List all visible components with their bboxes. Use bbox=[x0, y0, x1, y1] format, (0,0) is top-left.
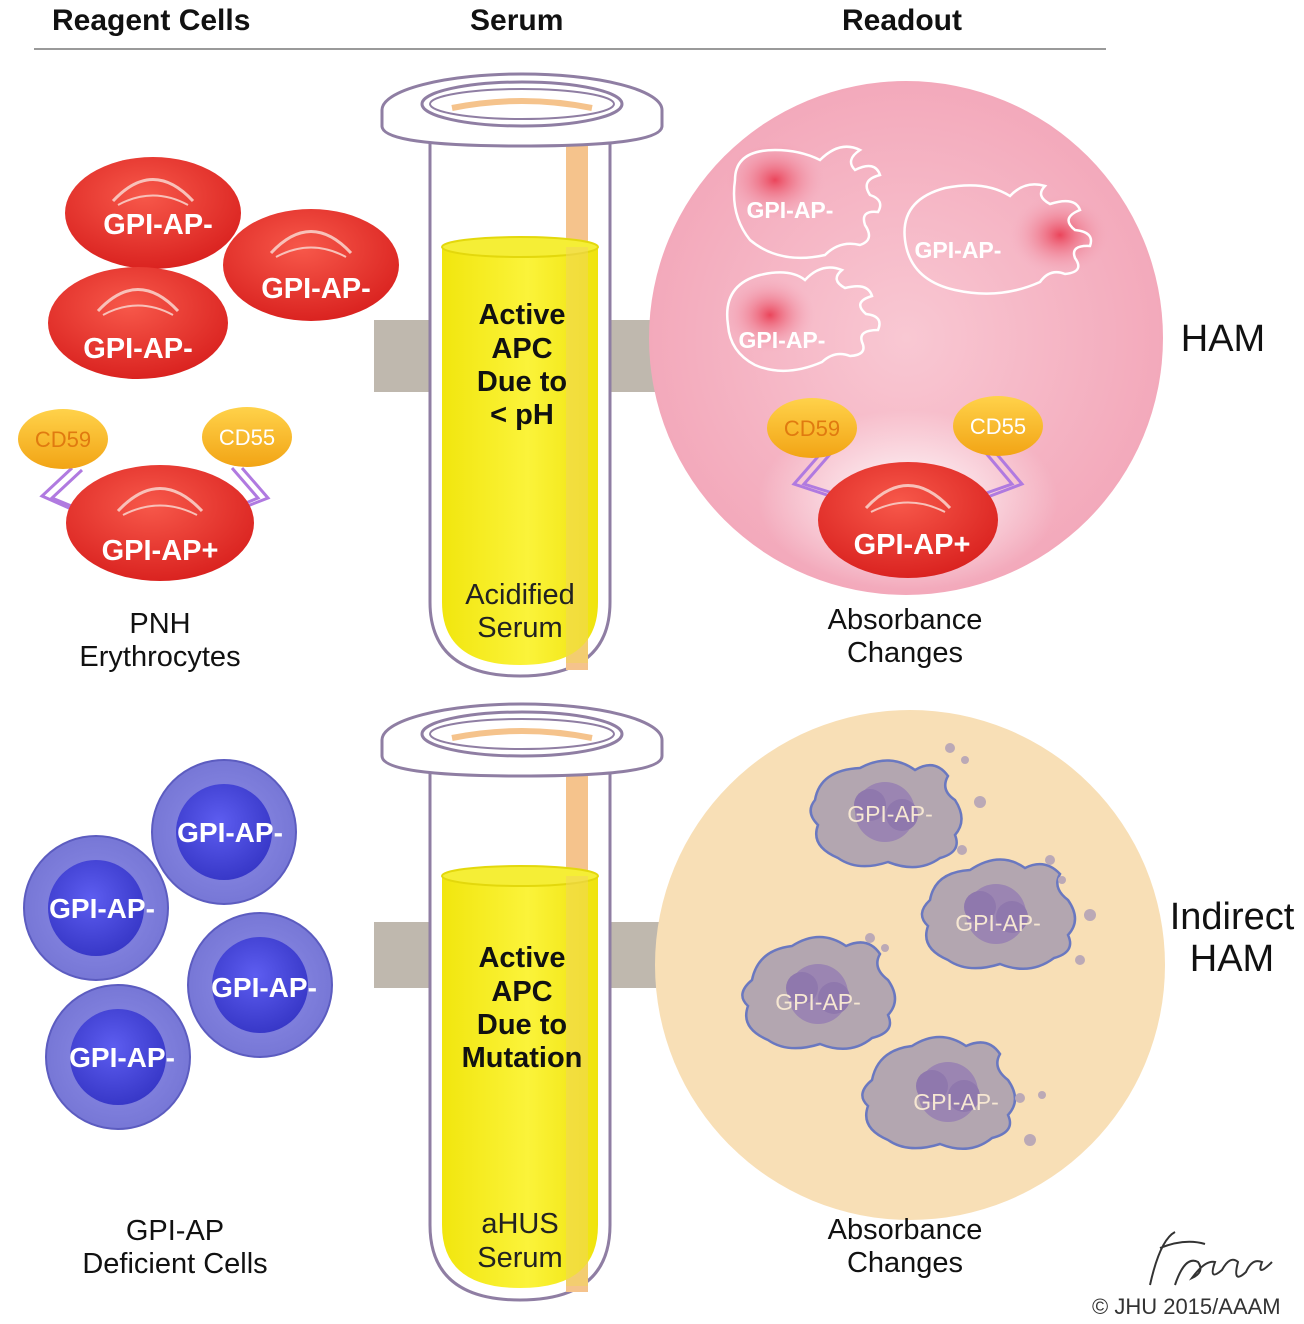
lysed-blue-cell: GPI-AP- bbox=[861, 1035, 1046, 1151]
tube-text-line: Active bbox=[478, 942, 565, 974]
test-tube: Active APC Due to Mutation aHUS Serum bbox=[380, 702, 664, 1302]
cd59-protein: CD59 bbox=[18, 409, 108, 469]
rbc-cell: GPI-AP- bbox=[48, 267, 228, 379]
tube-caption-line: Serum bbox=[477, 1242, 562, 1274]
tube-caption-line: Serum bbox=[477, 612, 562, 644]
caption-line: Changes bbox=[846, 637, 964, 669]
assay-line: HAM bbox=[1189, 938, 1275, 980]
rbc-label: GPI-AP- bbox=[261, 273, 371, 305]
cd59-protein: CD59 bbox=[767, 398, 857, 458]
lysed-label: GPI-AP- bbox=[955, 910, 1041, 936]
blue-cell-label: GPI-AP- bbox=[177, 817, 283, 848]
lysed-label: GPI-AP- bbox=[915, 237, 1002, 263]
rbc-cell: GPI-AP- bbox=[65, 157, 241, 269]
assay-line: Indirect bbox=[1169, 896, 1295, 938]
lysed-blue-cell: GPI-AP- bbox=[809, 743, 986, 869]
lysed-label: GPI-AP- bbox=[847, 801, 933, 827]
blue-deficient-cell: GPI-AP- bbox=[23, 835, 169, 981]
cd55-label: CD55 bbox=[970, 414, 1026, 439]
lysed-label: GPI-AP- bbox=[739, 327, 826, 353]
lysed-blue-cell: GPI-AP- bbox=[920, 855, 1096, 971]
header-readout: Readout bbox=[842, 4, 962, 37]
lysed-label: GPI-AP- bbox=[775, 989, 861, 1015]
lysed-blue-cell: GPI-AP- bbox=[741, 933, 897, 1051]
tube-caption-line: Acidified bbox=[465, 579, 575, 611]
tube-text-line: Active bbox=[478, 299, 565, 331]
copyright-notice: © JHU 2015/AAAM bbox=[1092, 1294, 1281, 1319]
blue-cell-label: GPI-AP- bbox=[49, 893, 155, 924]
caption-line: PNH bbox=[129, 608, 191, 640]
cd55-label: CD55 bbox=[219, 425, 275, 450]
lysed-rbc: GPI-AP- bbox=[903, 183, 1110, 295]
caption-line: Changes bbox=[846, 1247, 964, 1279]
caption-line: Absorbance bbox=[827, 1214, 983, 1246]
tube-text-line: < pH bbox=[490, 399, 554, 431]
assay-label-ham: HAM bbox=[1180, 318, 1266, 360]
tube-caption-line: aHUS bbox=[481, 1208, 558, 1240]
gpi-anchor-right bbox=[977, 451, 1025, 500]
rbc-label: GPI-AP+ bbox=[102, 535, 219, 567]
assay-label-indirect-ham: Indirect HAM bbox=[1160, 896, 1304, 980]
readout-caption-bottom: Absorbance Changes bbox=[780, 1214, 1030, 1280]
lysed-label: GPI-AP- bbox=[747, 197, 834, 223]
tube-text-line: Due to bbox=[477, 366, 567, 398]
cd55-protein: CD55 bbox=[953, 396, 1043, 456]
reagent-caption-bottom: GPI-AP Deficient Cells bbox=[40, 1215, 310, 1281]
header-serum: Serum bbox=[470, 4, 564, 37]
caption-line: Absorbance bbox=[827, 604, 983, 636]
rbc-cell-protected: GPI-AP+ bbox=[66, 465, 254, 581]
cd59-label: CD59 bbox=[35, 427, 91, 452]
blue-deficient-cell: GPI-AP- bbox=[151, 759, 297, 905]
cd55-protein: CD55 bbox=[202, 407, 292, 467]
tube-text-line: Mutation bbox=[462, 1042, 583, 1074]
readout-caption-top: Absorbance Changes bbox=[780, 604, 1030, 670]
rbc-cell: GPI-AP- bbox=[223, 209, 399, 321]
readout-circle-ham: GPI-AP- GPI-AP- GPI-AP- CD59 CD55 bbox=[649, 81, 1163, 595]
lysed-rbc: GPI-AP- bbox=[725, 140, 882, 260]
test-tube: Active APC Due to < pH Acidified Serum bbox=[380, 72, 664, 678]
cd59-label: CD59 bbox=[784, 416, 840, 441]
caption-line: GPI-AP bbox=[125, 1215, 225, 1247]
blue-deficient-cell: GPI-AP- bbox=[187, 912, 333, 1058]
reagent-caption-top: PNH Erythrocytes bbox=[40, 608, 280, 674]
lysed-rbc: GPI-AP- bbox=[725, 266, 881, 373]
header-reagent-cells: Reagent Cells bbox=[52, 4, 251, 37]
caption-line: Deficient Cells bbox=[82, 1248, 268, 1280]
lysed-label: GPI-AP- bbox=[913, 1089, 999, 1115]
blue-deficient-cell: GPI-AP- bbox=[45, 984, 191, 1130]
readout-circle-indirect-ham: GPI-AP- GPI-AP- GPI-AP- bbox=[655, 710, 1165, 1220]
blue-cell-label: GPI-AP- bbox=[69, 1042, 175, 1073]
rbc-label: GPI-AP- bbox=[83, 333, 193, 365]
blue-cell-label: GPI-AP- bbox=[211, 972, 317, 1003]
caption-line: Erythrocytes bbox=[79, 641, 241, 673]
artist-signature bbox=[1149, 1231, 1273, 1286]
rbc-cell-protected: GPI-AP+ bbox=[818, 462, 998, 578]
rbc-label: GPI-AP+ bbox=[854, 529, 971, 561]
tube-text-line: APC bbox=[491, 333, 552, 365]
tube-text-line: APC bbox=[491, 976, 552, 1008]
tube-text-line: Due to bbox=[477, 1009, 567, 1041]
rbc-label: GPI-AP- bbox=[103, 209, 213, 241]
